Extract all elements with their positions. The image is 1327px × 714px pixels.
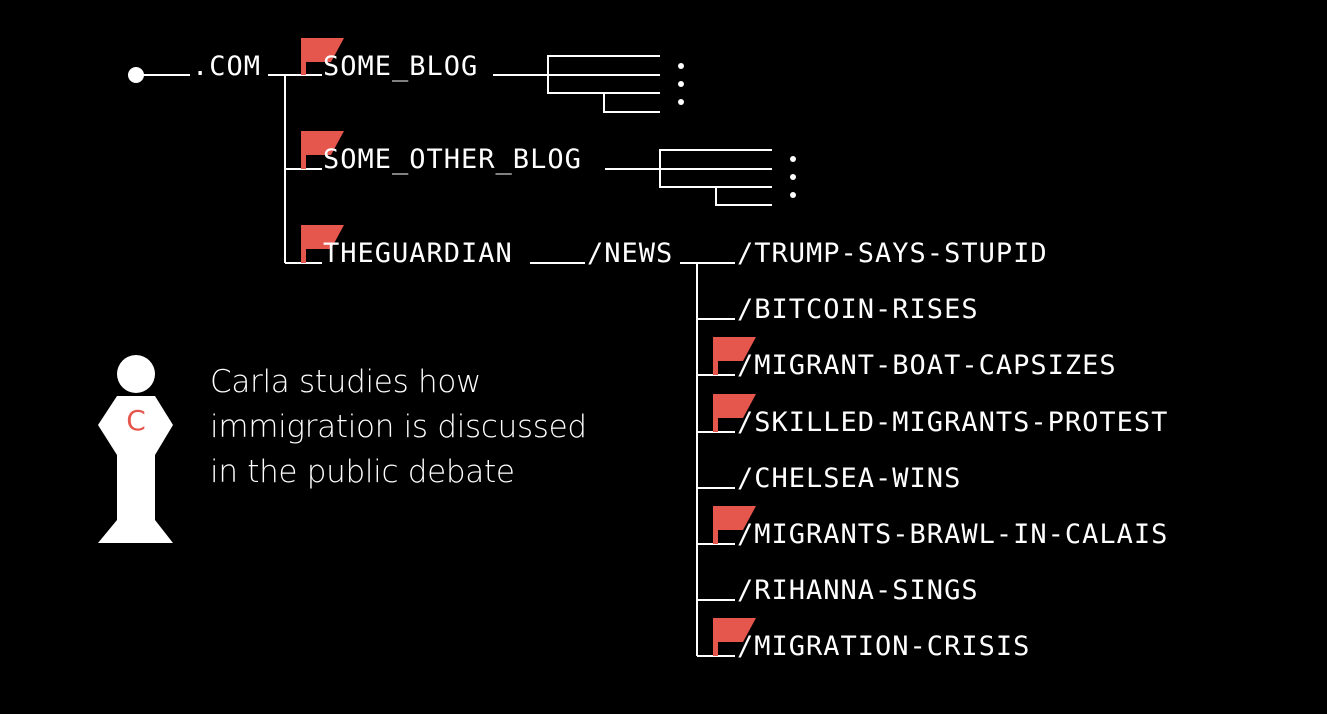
more-dot: [790, 156, 796, 162]
flag-icon: [713, 337, 756, 375]
more-dot: [790, 174, 796, 180]
flag-icon: [301, 131, 344, 169]
blog-label: SOME_OTHER_BLOG: [323, 144, 582, 175]
article-label: /CHELSEA-WINS: [737, 463, 961, 494]
article-label: /TRUMP-SAYS-STUPID: [737, 238, 1048, 269]
person-figure-icon: [98, 355, 173, 543]
person-badge: C: [126, 404, 146, 437]
more-dot: [678, 99, 684, 105]
flag-icon: [713, 618, 756, 656]
caption-line: in the public debate: [210, 454, 515, 490]
site-label: THEGUARDIAN: [323, 238, 513, 269]
more-dot: [678, 81, 684, 87]
caption-line: immigration is discussed: [210, 409, 587, 445]
blog-label: SOME_BLOG: [323, 51, 478, 82]
caption-line: Carla studies how: [210, 364, 482, 400]
flag-icons: [301, 38, 756, 656]
persona-caption: Carla studies how immigration is discuss…: [210, 360, 630, 495]
article-label: /MIGRATION-CRISIS: [737, 631, 1030, 662]
article-label: /RIHANNA-SINGS: [737, 575, 979, 606]
more-dot: [678, 63, 684, 69]
flag-icon: [301, 38, 344, 75]
root-domain-label: .COM: [192, 51, 261, 82]
section-label: /NEWS: [587, 238, 673, 269]
flag-icon: [301, 225, 344, 263]
article-label: /MIGRANT-BOAT-CAPSIZES: [737, 350, 1117, 381]
article-label: /SKILLED-MIGRANTS-PROTEST: [737, 407, 1168, 438]
flag-icon: [713, 506, 756, 544]
root-node-dot: [128, 67, 144, 83]
more-dot: [790, 192, 796, 198]
flag-icon: [713, 394, 756, 432]
article-label: /BITCOIN-RISES: [737, 294, 979, 325]
article-label: /MIGRANTS-BRAWL-IN-CALAIS: [737, 519, 1168, 550]
